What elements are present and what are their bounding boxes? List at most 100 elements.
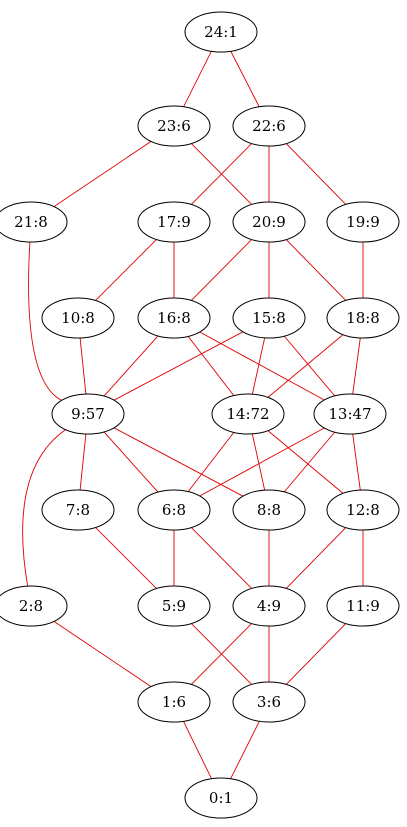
node-7-8: 7:8 (41, 489, 115, 531)
edge-9-57-to-7-8 (79, 433, 87, 491)
node-ellipse (184, 777, 258, 819)
edge-20-9-to-16-8 (191, 239, 252, 301)
node-ellipse (232, 201, 306, 243)
edge-14-72-to-12-8 (267, 430, 344, 494)
node-ellipse (41, 297, 115, 339)
edge-14-72-to-6-8 (187, 432, 235, 492)
node-19-9: 19:9 (326, 201, 400, 243)
node-label: 2:8 (19, 597, 43, 615)
edge-21-8-to-9-57 (28, 241, 62, 401)
node-ellipse (313, 393, 387, 435)
edge-24-1-to-22-6 (230, 51, 260, 107)
node-label: 9:57 (71, 405, 105, 423)
node-label: 18:8 (346, 309, 380, 327)
node-1-6: 1:6 (137, 681, 211, 723)
edge-16-8-to-14-72 (187, 336, 235, 396)
node-ellipse (137, 105, 211, 147)
node-6-8: 6:8 (137, 489, 211, 531)
node-ellipse (137, 585, 211, 627)
edge-6-8-to-4-9 (191, 527, 252, 589)
node-label: 15:8 (252, 309, 286, 327)
edge-18-8-to-13-47 (352, 337, 361, 395)
edge-17-9-to-10-8 (95, 239, 157, 301)
node-24-1: 24:1 (184, 11, 258, 53)
node-ellipse (232, 585, 306, 627)
node-ellipse (232, 681, 306, 723)
node-label: 10:8 (61, 309, 95, 327)
node-4-9: 4:9 (232, 585, 306, 627)
node-2-8: 2:8 (0, 585, 68, 627)
node-16-8: 16:8 (137, 297, 211, 339)
node-0-1: 0:1 (184, 777, 258, 819)
node-ellipse (326, 585, 400, 627)
node-22-6: 22:6 (232, 105, 306, 147)
node-label: 13:47 (328, 405, 371, 423)
node-14-72: 14:72 (211, 393, 285, 435)
node-12-8: 12:8 (326, 489, 400, 531)
node-21-8: 21:8 (0, 201, 68, 243)
node-15-8: 15:8 (232, 297, 306, 339)
edge-20-9-to-18-8 (285, 239, 347, 301)
node-label: 3:6 (257, 693, 281, 711)
node-layer: 24:1 23:6 22:6 21:8 17:9 20:9 19:9 10:8 16:8 15:8… (0, 11, 400, 819)
edge-14-72-to-8-8 (251, 433, 266, 491)
node-17-9: 17:9 (137, 201, 211, 243)
node-ellipse (137, 297, 211, 339)
edge-23-6-to-21-8 (53, 141, 152, 207)
node-label: 11:9 (346, 597, 380, 615)
node-13-47: 13:47 (313, 393, 387, 435)
edge-22-6-to-19-9 (285, 143, 347, 205)
node-18-8: 18:8 (326, 297, 400, 339)
node-20-9: 20:9 (232, 201, 306, 243)
edge-15-8-to-13-47 (283, 335, 336, 397)
edge-2-8-to-1-6 (53, 621, 152, 687)
edge-24-1-to-23-6 (183, 51, 212, 107)
edge-3-6-to-0-1 (230, 721, 260, 779)
node-9-57: 9:57 (51, 393, 125, 435)
edge-10-8-to-9-57 (79, 337, 87, 395)
node-label: 4:9 (257, 597, 281, 615)
node-label: 21:8 (14, 213, 48, 231)
node-label: 24:1 (204, 23, 238, 41)
node-ellipse (232, 105, 306, 147)
node-ellipse (232, 297, 306, 339)
node-ellipse (137, 201, 211, 243)
node-ellipse (0, 585, 68, 627)
node-3-6: 3:6 (232, 681, 306, 723)
node-label: 16:8 (157, 309, 191, 327)
node-label: 23:6 (157, 117, 191, 135)
node-23-6: 23:6 (137, 105, 211, 147)
node-ellipse (326, 489, 400, 531)
edge-11-9-to-3-6 (285, 623, 347, 685)
node-label: 20:9 (252, 213, 286, 231)
node-label: 1:6 (162, 693, 186, 711)
node-label: 0:1 (209, 789, 233, 807)
node-ellipse (137, 489, 211, 531)
node-label: 8:8 (257, 501, 281, 519)
edge-12-8-to-4-9 (285, 527, 347, 589)
node-ellipse (326, 297, 400, 339)
edge-15-8-to-9-57 (113, 331, 244, 401)
edge-13-47-to-8-8 (283, 431, 336, 493)
node-5-9: 5:9 (137, 585, 211, 627)
node-ellipse (211, 393, 285, 435)
node-ellipse (51, 393, 125, 435)
node-ellipse (137, 681, 211, 723)
node-label: 12:8 (346, 501, 380, 519)
edge-22-6-to-17-9 (191, 143, 252, 205)
node-8-8: 8:8 (232, 489, 306, 531)
node-label: 5:9 (162, 597, 186, 615)
node-ellipse (184, 11, 258, 53)
edge-9-57-to-8-8 (113, 427, 244, 497)
node-ellipse (0, 201, 68, 243)
edge-13-47-to-12-8 (352, 433, 361, 491)
node-label: 17:9 (157, 213, 191, 231)
edge-9-57-to-6-8 (103, 431, 159, 493)
node-label: 19:9 (346, 213, 380, 231)
edge-9-57-to-2-8 (22, 429, 66, 587)
node-label: 6:8 (162, 501, 186, 519)
node-label: 22:6 (252, 117, 286, 135)
edge-16-8-to-9-57 (103, 335, 159, 397)
edge-1-6-to-0-1 (183, 721, 212, 779)
